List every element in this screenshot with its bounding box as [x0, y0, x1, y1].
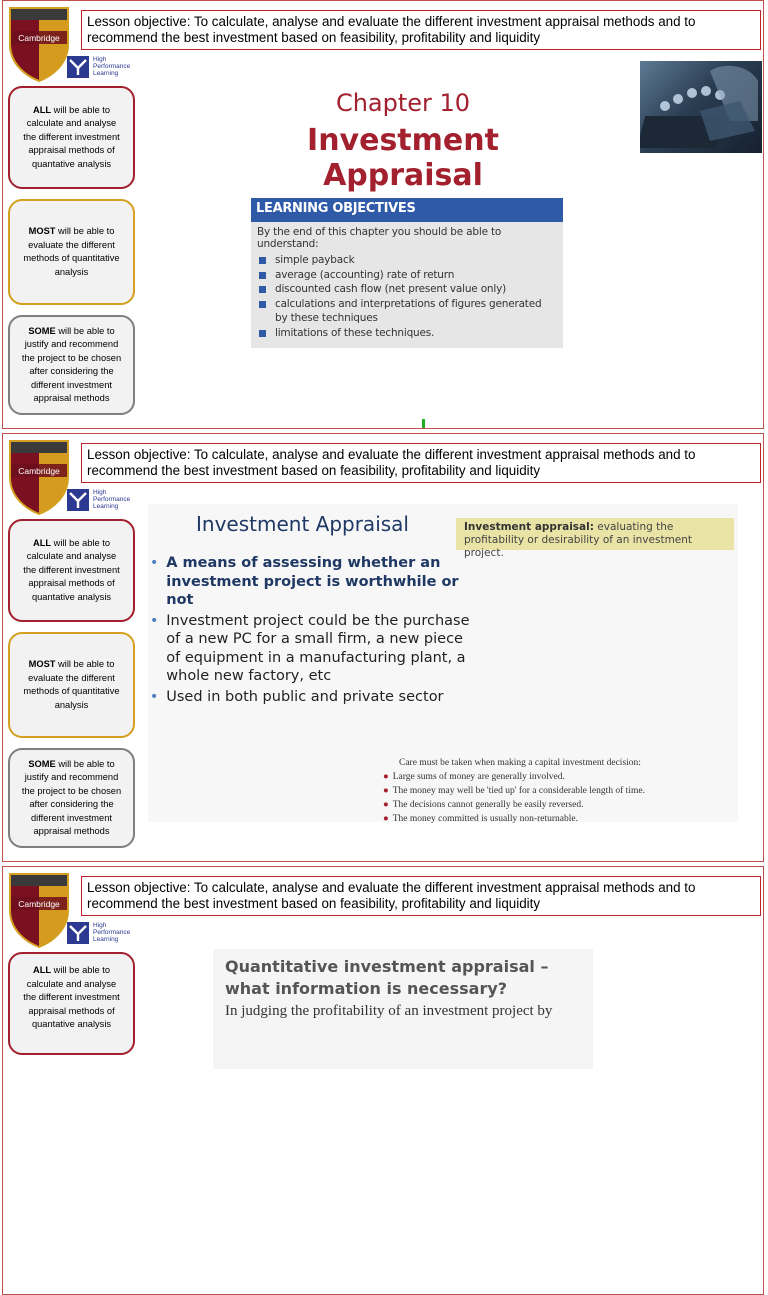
- slide-body-text: In judging the profitability of an inves…: [225, 1003, 553, 1019]
- cambridge-shield-logo: Cambridge: [9, 440, 69, 515]
- bullet-dot-icon: •: [150, 612, 159, 629]
- learning-objectives-panel: LEARNING OBJECTIVES By the end of this c…: [251, 198, 563, 348]
- bullet-dot-icon: •: [150, 555, 159, 571]
- outcome-all-text: will be able to calculate and analyse th…: [23, 537, 120, 602]
- learning-objective-item: calculations and interpretations of figu…: [257, 297, 557, 326]
- bullet-dot-icon: •: [150, 688, 159, 705]
- hpl-line-2: Performance: [93, 929, 131, 936]
- hpl-icon: [67, 56, 89, 78]
- hpl-line-1: High: [93, 56, 107, 63]
- hpl-icon: [67, 489, 89, 511]
- outcome-most-lead: MOST: [28, 659, 56, 669]
- care-item: ●The money committed is usually non-retu…: [383, 814, 578, 824]
- outcome-some-lead: SOME: [28, 325, 56, 336]
- outcome-most-text: will be able to evaluate the different m…: [23, 659, 120, 710]
- learning-objectives-intro: By the end of this chapter you should be…: [257, 226, 502, 250]
- outcome-all-lead: ALL: [33, 965, 52, 975]
- cambridge-shield-logo: Cambridge: [9, 7, 69, 82]
- outcome-most-text: will be able to evaluate the different m…: [23, 226, 120, 277]
- laptop-photo: [640, 61, 762, 153]
- outcome-some-text: will be able to justify and recommend th…: [21, 758, 122, 837]
- green-marker: [422, 419, 425, 428]
- hpl-icon: [67, 922, 89, 944]
- square-bullet-icon: [259, 257, 266, 264]
- outcome-all-text: will be able to calculate and analyse th…: [23, 104, 120, 169]
- lesson-objective: Lesson objective: To calculate, analyse …: [81, 443, 761, 483]
- lesson-objective: Lesson objective: To calculate, analyse …: [81, 876, 761, 916]
- learning-objective-item: discounted cash flow (net present value …: [257, 282, 557, 297]
- chapter-label: Chapter 10: [335, 89, 471, 117]
- square-bullet-icon: [259, 271, 266, 279]
- care-item: ●Large sums of money are generally invol…: [383, 772, 565, 782]
- care-item: ●The decisions cannot generally be easil…: [383, 800, 584, 810]
- learning-objective-item: simple payback: [257, 253, 557, 268]
- hpl-line-2: Performance: [93, 496, 131, 503]
- care-item: ●The money may well be 'tied up' for a c…: [383, 786, 645, 796]
- lesson-objective: Lesson objective: To calculate, analyse …: [81, 10, 761, 50]
- red-bullet-icon: ●: [383, 786, 389, 796]
- outcome-some-lead: SOME: [28, 758, 56, 769]
- outcome-most-lead: MOST: [28, 226, 56, 236]
- bullet-item: •Investment project could be the purchas…: [150, 612, 470, 685]
- school-name: Cambridge: [18, 899, 60, 909]
- square-bullet-icon: [259, 329, 266, 337]
- outcome-all-lead: ALL: [33, 537, 52, 548]
- hpl-line-2: Performance: [93, 63, 131, 70]
- outcome-most-box: MOST will be able to evaluate the differ…: [8, 632, 135, 738]
- red-bullet-icon: ●: [383, 814, 389, 824]
- definition-box: Investment appraisal: evaluating the pro…: [456, 518, 734, 559]
- square-bullet-icon: [259, 286, 266, 293]
- learning-objective-item: average (accounting) rate of return: [257, 268, 557, 283]
- laptop-icon: [640, 65, 758, 148]
- hpl-line-1: High: [93, 489, 107, 496]
- red-bullet-icon: ●: [383, 800, 389, 810]
- definition-term: Investment appraisal:: [464, 521, 594, 533]
- school-name: Cambridge: [18, 466, 60, 476]
- square-bullet-icon: [259, 300, 266, 308]
- outcome-all-lead: ALL: [33, 104, 52, 115]
- content-panel: [148, 504, 738, 822]
- cambridge-shield-logo: Cambridge: [9, 873, 69, 948]
- care-heading: Care must be taken when making a capital…: [399, 758, 641, 768]
- care-list: Care must be taken when making a capital…: [383, 756, 723, 826]
- outcome-all-box: ALL will be able to calculate and analys…: [8, 86, 135, 189]
- hpl-line-3: Learning: [93, 503, 119, 510]
- hpl-line-1: High: [93, 922, 107, 929]
- definition-text: evaluating the profitability or desirabi…: [464, 521, 693, 559]
- bullet-item: •Used in both public and private sector: [150, 688, 444, 705]
- slide-title: Quantitative investment appraisal – what…: [225, 957, 549, 998]
- slide-title: Investment Appraisal: [196, 512, 409, 536]
- hpl-line-3: Learning: [93, 936, 119, 943]
- outcome-some-box: SOME will be able to justify and recomme…: [8, 315, 135, 415]
- learning-objectives-heading: LEARNING OBJECTIVES: [251, 198, 563, 222]
- outcome-some-text: will be able to justify and recommend th…: [21, 325, 122, 404]
- red-bullet-icon: ●: [383, 772, 389, 782]
- chapter-title: Investment Appraisal: [307, 123, 499, 193]
- outcome-some-box: SOME will be able to justify and recomme…: [8, 748, 135, 848]
- hpl-line-3: Learning: [93, 70, 119, 77]
- school-name: Cambridge: [18, 33, 60, 43]
- outcome-all-box: ALL will be able to calculate and analys…: [8, 952, 135, 1055]
- learning-objective-item: limitations of these techniques.: [257, 326, 557, 341]
- outcome-all-box: ALL will be able to calculate and analys…: [8, 519, 135, 622]
- bullet-list: •A means of assessing whether an investm…: [150, 554, 480, 709]
- bullet-item: •A means of assessing whether an investm…: [150, 555, 459, 608]
- outcome-most-box: MOST will be able to evaluate the differ…: [8, 199, 135, 305]
